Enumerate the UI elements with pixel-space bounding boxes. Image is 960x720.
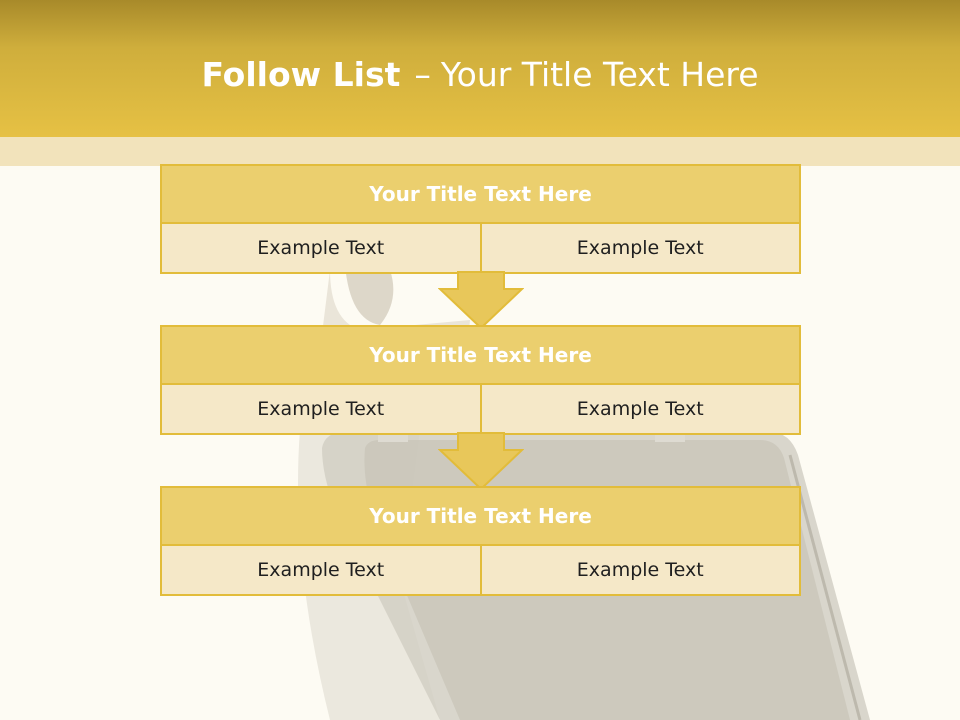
header-band: Follow List–Your Title Text Here	[0, 0, 960, 137]
step-cell-right: Example Text	[479, 224, 800, 272]
step-cell-right: Example Text	[479, 546, 800, 594]
step-cell-left: Example Text	[257, 237, 385, 259]
slide-title-rest: Your Title Text Here	[440, 55, 759, 94]
down-arrow-icon	[438, 432, 524, 490]
step-title: Your Title Text Here	[162, 488, 799, 546]
header-accent-strip	[0, 137, 960, 166]
step-row: Example Text Example Text	[162, 224, 799, 272]
step-cell-right: Example Text	[479, 385, 800, 433]
step-cell-left: Example Text	[257, 398, 385, 420]
slide-title: Follow List–Your Title Text Here	[0, 52, 960, 98]
down-arrow-icon	[438, 271, 524, 329]
step-row: Example Text Example Text	[162, 385, 799, 433]
slide-title-separator: –	[414, 55, 431, 94]
step-cell-left: Example Text	[257, 559, 385, 581]
step-box-1: Your Title Text Here Example Text Exampl…	[160, 164, 801, 274]
step-box-2: Your Title Text Here Example Text Exampl…	[160, 325, 801, 435]
step-box-3: Your Title Text Here Example Text Exampl…	[160, 486, 801, 596]
step-row: Example Text Example Text	[162, 546, 799, 594]
step-title: Your Title Text Here	[162, 327, 799, 385]
step-title: Your Title Text Here	[162, 166, 799, 224]
slide-title-bold: Follow List	[201, 55, 401, 94]
